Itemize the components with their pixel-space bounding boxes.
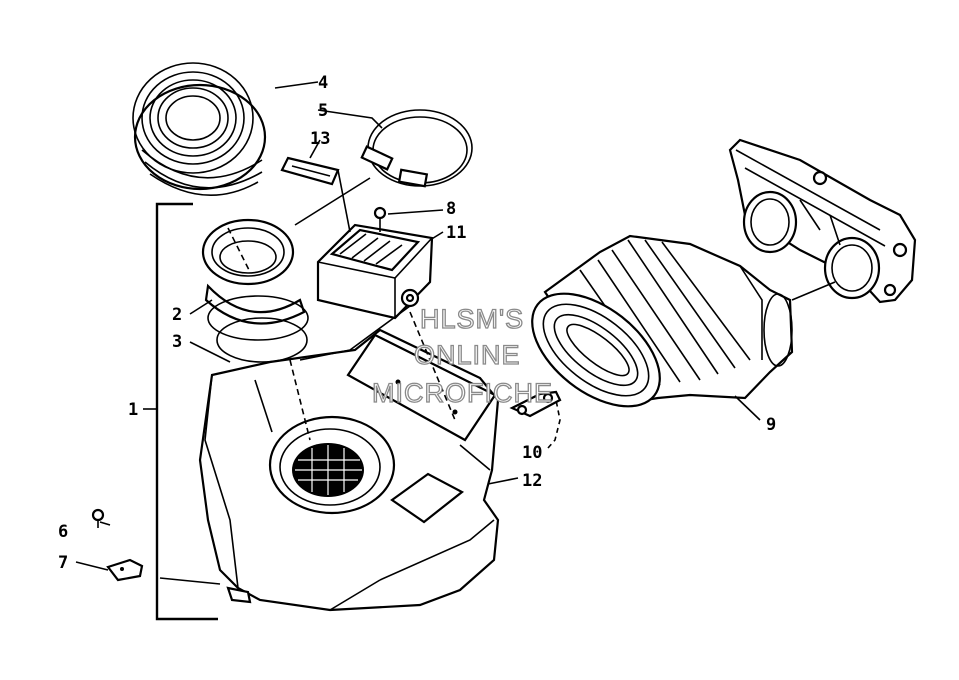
assembly-bracket xyxy=(143,202,218,621)
duct-bellows-part xyxy=(531,234,794,408)
callout-9: 9 xyxy=(766,415,776,435)
callout-13: 13 xyxy=(310,129,330,149)
callout-12: 12 xyxy=(522,471,542,491)
callout-3: 3 xyxy=(172,332,182,352)
watermark-line-3: MICROFICHE xyxy=(372,378,553,408)
watermark-line-1: HLSM'S xyxy=(420,304,524,334)
callout-8: 8 xyxy=(446,199,456,219)
airbox-housing-part xyxy=(198,328,500,612)
screw-part xyxy=(373,206,387,232)
knob-part xyxy=(91,508,105,528)
bellows-part xyxy=(132,62,267,196)
silencer-block-part xyxy=(316,223,434,320)
clamp-ring-part xyxy=(360,109,473,188)
small-bracket-part xyxy=(509,390,562,418)
intake-boot-part xyxy=(201,218,309,363)
throttle-body-part xyxy=(728,138,917,304)
callout-labels: 1 2 3 4 5 6 7 8 9 10 11 12 13 xyxy=(58,73,776,573)
callout-6: 6 xyxy=(58,522,68,542)
callout-10: 10 xyxy=(522,443,542,463)
callout-1: 1 xyxy=(128,400,138,420)
latch-clip-part xyxy=(106,558,144,582)
watermark-line-2: ONLINE xyxy=(414,340,521,370)
callout-4: 4 xyxy=(318,73,328,93)
callout-5: 5 xyxy=(318,101,328,121)
watermark: HLSM'S ONLINE MICROFICHE xyxy=(371,303,553,408)
callout-2: 2 xyxy=(172,305,182,325)
callout-7: 7 xyxy=(58,553,68,573)
leader-lines xyxy=(75,81,836,585)
callout-11: 11 xyxy=(446,223,466,243)
plate-part xyxy=(280,156,340,186)
